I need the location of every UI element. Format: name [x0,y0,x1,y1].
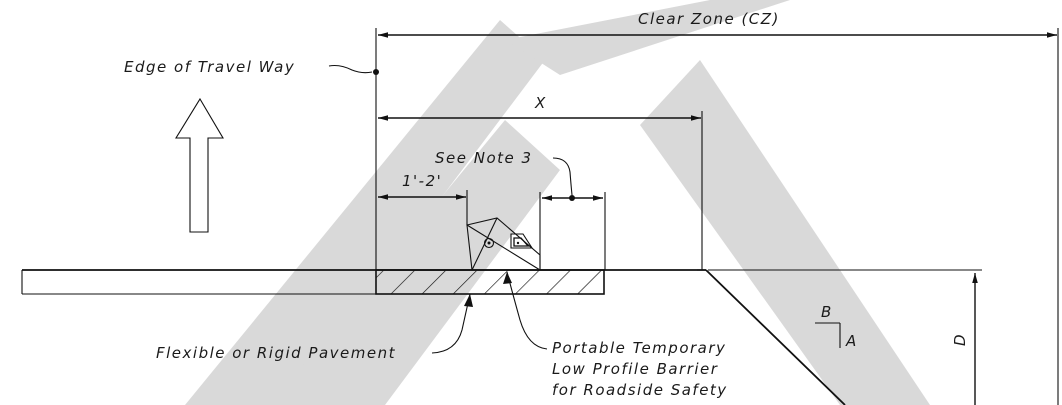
side-slope [705,269,846,405]
slope-rise-label: B [821,303,833,321]
x-dimension-label: X [534,94,547,112]
note-leader [552,157,573,196]
barrier-label-line2: Low Profile Barrier [552,360,718,378]
depth-label: D [951,333,969,346]
note-dimension-dot [569,195,575,201]
barrier-label-line3: for Roadside Safety [552,381,728,399]
direction-of-travel-arrow [175,97,224,233]
edge-of-travel-way-leader [328,64,373,74]
pavement-label: Flexible or Rigid Pavement [156,344,396,362]
portable-barrier [466,217,541,271]
barrier-label-line1: Portable Temporary [552,339,726,357]
slope-run-label: A [845,332,858,350]
see-note-label: See Note 3 [435,149,533,167]
barrier-leader [506,271,548,350]
edge-of-travel-way-dot [373,69,379,75]
clear-zone-label: Clear Zone (CZ) [638,10,780,28]
offset-label: 1'-2' [402,172,442,190]
edge-of-travel-way-label: Edge of Travel Way [124,58,295,76]
pavement-strip [375,269,605,295]
